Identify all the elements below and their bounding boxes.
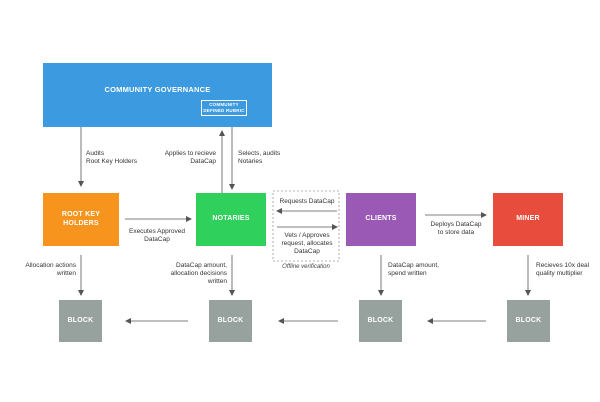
datacap-allocation-label: DataCap amount, allocation decisions wri… [170,262,227,286]
allocation-actions-label: Allocation actions written [25,262,76,278]
community-governance-box: COMMUNITY GOVERNANCE [43,63,272,127]
requests-label: Requests DataCap [279,198,335,205]
block-3-label: BLOCK [367,316,394,324]
audits-label: Audits Root Key Holders [86,150,137,166]
vets-label: Vets / Approves request, allocates DataC… [281,232,333,256]
root-key-holders-label: ROOT KEY HOLDERS [61,210,101,227]
community-rubric-box: COMMUNITY DEFINED RUBRIC [201,100,247,116]
deploys-label: Deploys DataCap to store data [430,221,482,237]
block-3: BLOCK [359,300,402,342]
block-4: BLOCK [507,300,550,342]
block-1: BLOCK [59,300,102,342]
offline-verification-region [272,190,340,262]
notaries-node: NOTARIES [196,193,266,246]
miner-node: MINER [493,193,563,246]
miner-label: MINER [516,215,540,223]
recieves-label: Recieves 10x deal quality multiplier [536,262,590,278]
offline-verification-label: Offline verification [282,264,330,270]
executes-label: Executes Approved DataCap [128,228,185,244]
block-2-label: BLOCK [217,316,244,324]
selects-label: Selects, audits Notaries [238,150,281,166]
clients-node: CLIENTS [346,193,416,246]
community-governance-title: COMMUNITY GOVERNANCE [104,85,211,95]
root-key-holders-node: ROOT KEY HOLDERS [43,193,119,246]
block-1-label: BLOCK [67,316,94,324]
block-4-label: BLOCK [515,316,542,324]
clients-label: CLIENTS [365,215,397,223]
datacap-spend-label: DataCap amount, spend written [388,262,439,278]
community-rubric-label: COMMUNITY DEFINED RUBRIC [203,102,245,113]
applies-label: Applies to recieve DataCap [164,150,216,166]
block-2: BLOCK [209,300,252,342]
notaries-label: NOTARIES [212,215,250,223]
